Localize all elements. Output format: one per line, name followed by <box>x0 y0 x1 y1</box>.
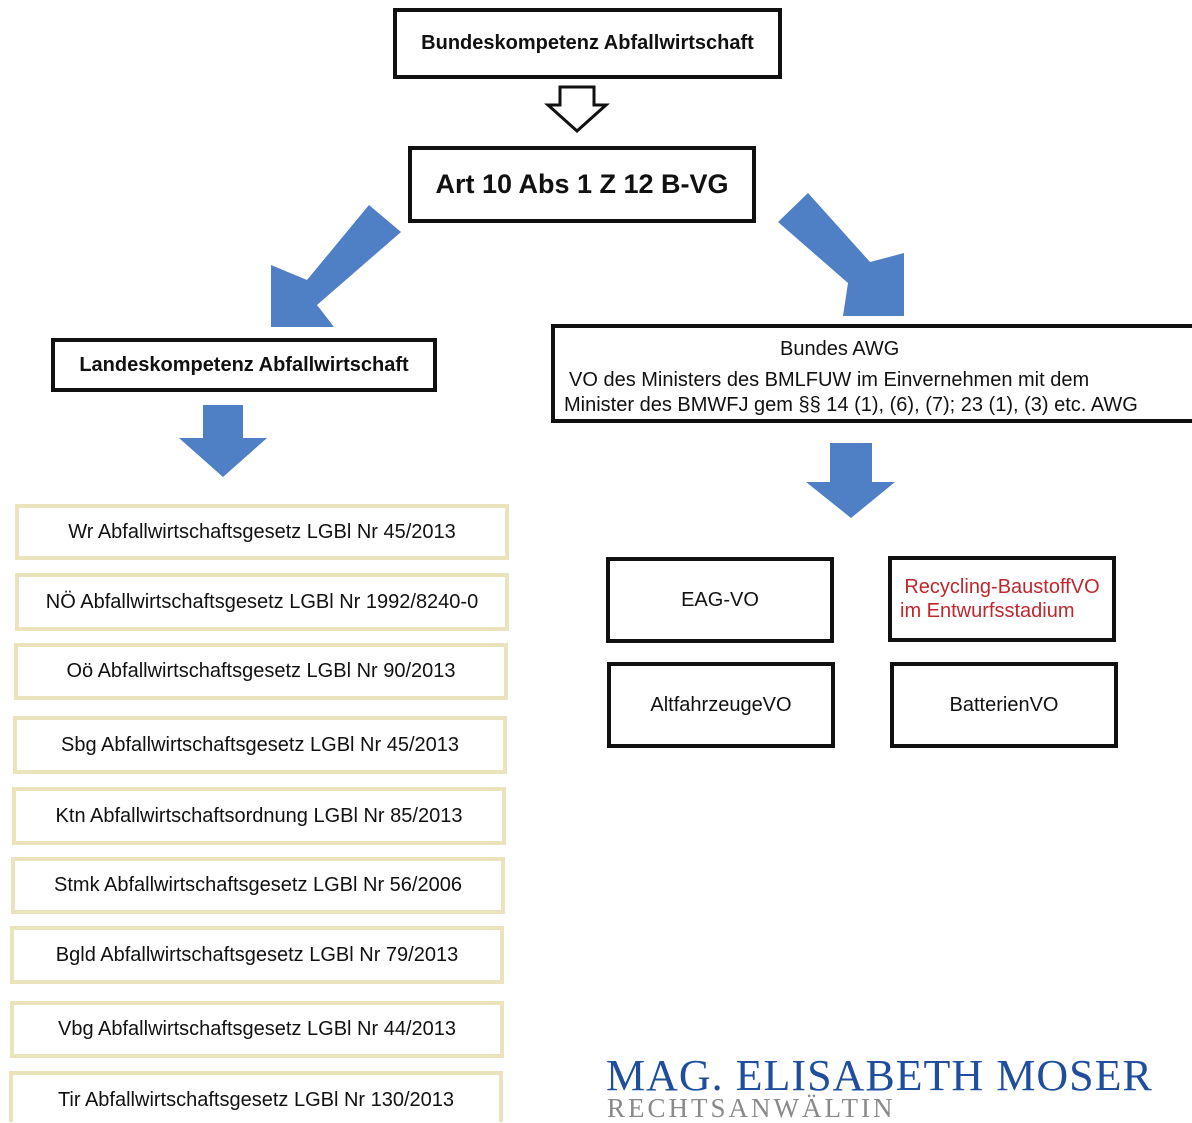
state-competence-box: Landeskompetenz Abfallwirtschaft <box>51 338 437 392</box>
state-law-label: Vbg Abfallwirtschaftsgesetz LGBl Nr 44/2… <box>58 1018 456 1040</box>
state-law-label: Tir Abfallwirtschaftsgesetz LGBl Nr 130/… <box>57 1089 455 1111</box>
state-law-label: Wr Abfallwirtschaftsgesetz LGBl Nr 45/20… <box>68 520 456 543</box>
blue-arrow-down-right-column <box>806 443 895 518</box>
state-law-label: Bgld Abfallwirtschaftsgesetz LGBl Nr 79/… <box>55 943 459 966</box>
federal-awg-line3: Minister des BMWFJ gem §§ 14 (1), (6), (… <box>564 394 1138 416</box>
state-law-label: Ktn Abfallwirtschaftsordnung LGBl Nr 85/… <box>55 804 463 827</box>
state-law-item: Sbg Abfallwirtschaftsgesetz LGBl Nr 45/2… <box>13 716 507 774</box>
altfahrzeuge-vo-box: AltfahrzeugeVO <box>607 662 835 748</box>
state-competence-label: Landeskompetenz Abfallwirtschaft <box>79 353 409 376</box>
altfahrzeuge-vo-label: AltfahrzeugeVO <box>650 693 792 716</box>
state-law-item: NÖ Abfallwirtschaftsgesetz LGBl Nr 1992/… <box>15 573 509 631</box>
recycling-vo-box: Recycling-BaustoffVO im Entwurfsstadium <box>888 556 1116 642</box>
state-law-label: Stmk Abfallwirtschaftsgesetz LGBl Nr 56/… <box>54 874 462 896</box>
state-law-item: Ktn Abfallwirtschaftsordnung LGBl Nr 85/… <box>12 787 506 845</box>
recycling-vo-status: im Entwurfsstadium <box>900 600 1075 622</box>
logo-name: MAG. ELISABETH MOSER <box>606 1051 1153 1100</box>
federal-competence-box: Bundeskompetenz Abfallwirtschaft <box>393 8 782 79</box>
federal-awg-title: Bundes AWG <box>780 338 900 360</box>
article-label: Art 10 Abs 1 Z 12 B-VG <box>435 169 729 199</box>
logo-title: RECHTSANWÄLTIN <box>607 1093 896 1123</box>
article-box: Art 10 Abs 1 Z 12 B-VG <box>408 146 756 223</box>
federal-competence-label: Bundeskompetenz Abfallwirtschaft <box>421 32 754 54</box>
state-law-label: Oö Abfallwirtschaftsgesetz LGBl Nr 90/20… <box>66 660 456 682</box>
federal-awg-line2: VO des Ministers des BMLFUW im Einverneh… <box>569 369 1090 391</box>
state-law-item: Bgld Abfallwirtschaftsgesetz LGBl Nr 79/… <box>10 926 504 984</box>
eag-vo-label: EAG-VO <box>681 588 759 611</box>
state-law-item: Oö Abfallwirtschaftsgesetz LGBl Nr 90/20… <box>14 643 508 700</box>
batterien-vo-label: BatterienVO <box>949 693 1059 716</box>
state-law-item: Wr Abfallwirtschaftsgesetz LGBl Nr 45/20… <box>15 504 509 560</box>
state-law-item: Tir Abfallwirtschaftsgesetz LGBl Nr 130/… <box>9 1071 503 1122</box>
recycling-vo-label: Recycling-BaustoffVO <box>904 576 1100 598</box>
blue-arrow-down-left <box>271 205 401 327</box>
blue-arrow-down-right <box>778 193 904 316</box>
state-law-item: Stmk Abfallwirtschaftsgesetz LGBl Nr 56/… <box>11 857 505 914</box>
blue-arrow-down-left-column <box>179 405 267 477</box>
state-law-item: Vbg Abfallwirtschaftsgesetz LGBl Nr 44/2… <box>10 1001 504 1058</box>
eag-vo-box: EAG-VO <box>606 557 834 643</box>
batterien-vo-box: BatterienVO <box>890 662 1118 748</box>
state-law-label: Sbg Abfallwirtschaftsgesetz LGBl Nr 45/2… <box>61 733 459 756</box>
hollow-down-arrow <box>544 85 610 134</box>
federal-awg-box: Bundes AWG VO des Ministers des BMLFUW i… <box>551 324 1192 423</box>
state-law-label: NÖ Abfallwirtschaftsgesetz LGBl Nr 1992/… <box>45 590 479 613</box>
